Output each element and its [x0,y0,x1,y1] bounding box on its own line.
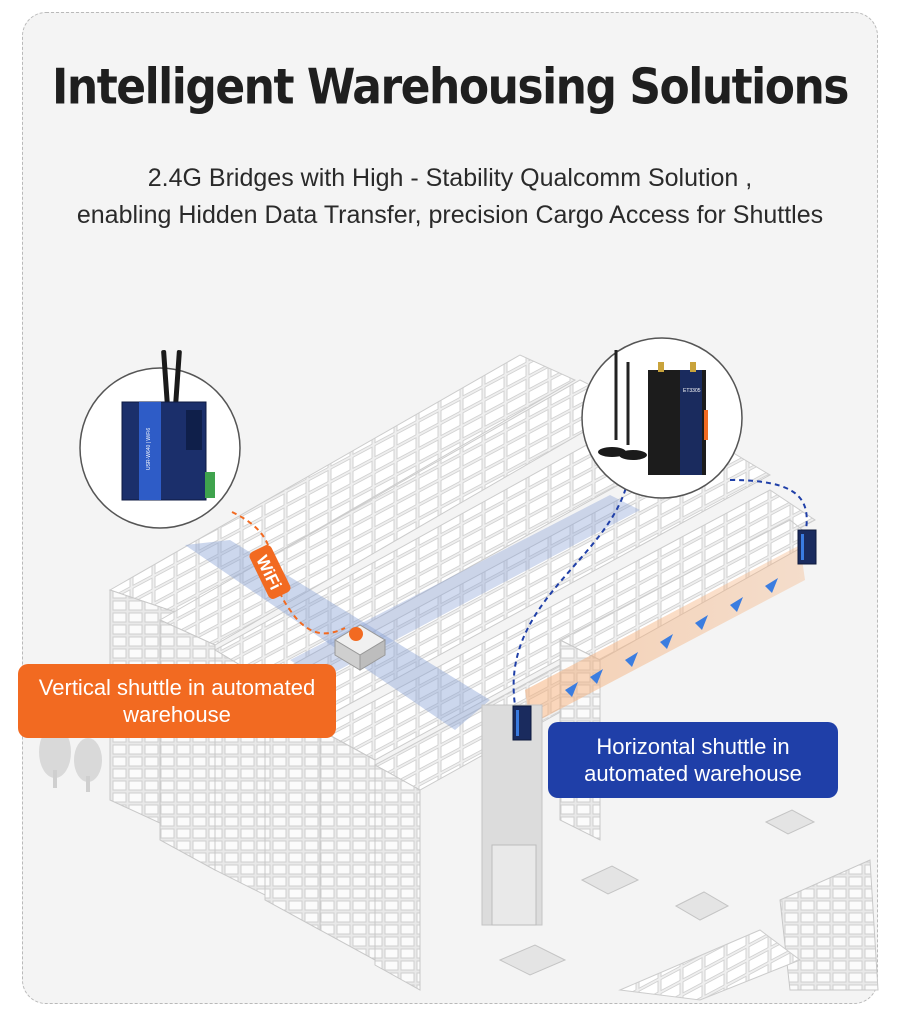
bridge-device-small [512,705,532,741]
shuttle-aisle-blue [290,495,640,680]
agv-robot [498,809,816,976]
bridge-link-line [729,479,808,531]
pallet-stack [618,859,879,1001]
lift-column [481,704,543,926]
horizontal-shuttle-label: Horizontal shuttle in automated warehous… [548,722,838,798]
page-title: Intelligent Warehousing Solutions [52,58,850,117]
subtitle-line-1: 2.4G Bridges with High - Stability Qualc… [147,164,753,192]
vertical-shuttle-robot [334,624,386,671]
shuttle-aisle-blue [185,540,490,730]
wifi-link-line [231,511,346,635]
device-callout-right: ET3305 [581,337,743,499]
tree-icon [39,726,102,792]
subtitle-line-2: enabling Hidden Data Transfer, precision… [76,201,824,229]
device-callout-left: USR-W640 | WiFi6 [79,349,241,529]
rack-row [263,444,772,931]
device-brand-label: USR-W640 | WiFi6 [146,428,152,470]
device-model-label: ET3305 [683,388,701,394]
direction-arrows-icon [565,578,778,697]
bridge-device-small [797,529,817,565]
rack-row [318,489,816,961]
bridge-link-line [512,479,629,706]
vertical-shuttle-label: Vertical shuttle in automated warehouse [18,664,336,738]
